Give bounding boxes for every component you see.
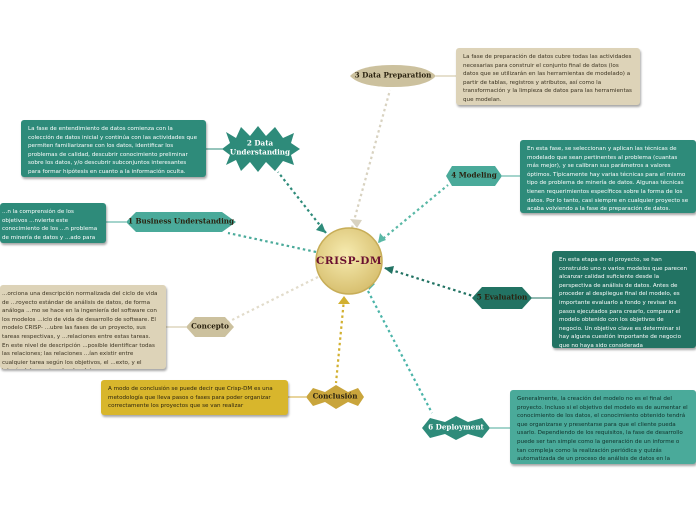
topic-data-understanding-shape[interactable] [222,126,300,172]
note-conclusion: A modo de conclusión se puede decir que … [101,380,288,415]
topic-modeling-shape[interactable] [446,166,502,186]
arrow-icon [338,296,350,304]
connector-conclusion [334,298,346,384]
arrow-icon [378,233,386,243]
connector-lines [227,89,477,414]
topic-business-shape[interactable] [126,212,236,232]
note-modeling: En esta fase, se seleccionan y aplican l… [520,140,696,213]
topic-concepto-shape[interactable] [186,317,234,337]
topic-conclusion-label: Conclusión [312,391,358,401]
topic-deployment-shape[interactable] [422,416,490,440]
note-evaluation: En esta etapa en el proyecto, se han con… [552,251,696,348]
topic-evaluation-shape[interactable] [472,287,532,309]
topic-data-preparation-label: 3 Data Preparation [354,70,432,80]
connector-evaluation [384,266,477,299]
topic-business-label: 1 Business Understanding [127,216,235,226]
connector-concepto [227,276,319,323]
center-node[interactable] [315,227,383,295]
arrow-icon [316,223,326,233]
topic-modeling-label: 4 Modeling [451,170,497,180]
topic-concepto-label: Concepto [191,321,229,331]
connector-business [227,231,317,254]
topic-data-understanding-label: 2 Data Understanding [229,138,291,156]
topic-conclusion-shape[interactable] [306,385,364,409]
connector-deployment [367,290,433,414]
connector-data-preparation [350,89,392,229]
note-deployment: Generalmente, la creación del modelo no … [510,390,696,464]
connector-data-understanding [277,171,327,234]
arrow-icon [350,219,362,228]
center-title: CRISP-DM [316,255,382,267]
note-data-understanding: La fase de entendimiento de datos comien… [21,120,206,177]
topic-evaluation-label: 5 Evaluation [476,292,528,302]
note-concepto: ...orciona una descripción normalizada d… [0,285,166,369]
arrow-icon [384,266,394,274]
topic-deployment-label: 6 Deployment [428,422,484,432]
note-data-preparation: La fase de preparación de datos cubre to… [456,48,640,105]
connector-modeling [378,184,449,243]
topic-data-preparation-shape[interactable] [350,65,436,87]
note-business-understanding: ...n la comprensión de los objetivos ...… [0,203,106,243]
